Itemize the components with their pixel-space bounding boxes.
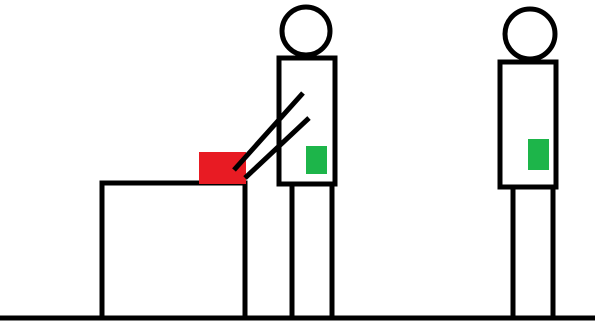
left-person-legs — [292, 184, 332, 318]
left-person-head — [282, 7, 330, 55]
right-person — [500, 9, 556, 318]
left-person-green-badge — [306, 146, 327, 174]
right-person-head — [505, 9, 555, 59]
table — [102, 183, 245, 318]
right-person-green-badge — [528, 139, 549, 170]
right-person-legs — [513, 187, 553, 318]
left-person — [234, 7, 335, 318]
